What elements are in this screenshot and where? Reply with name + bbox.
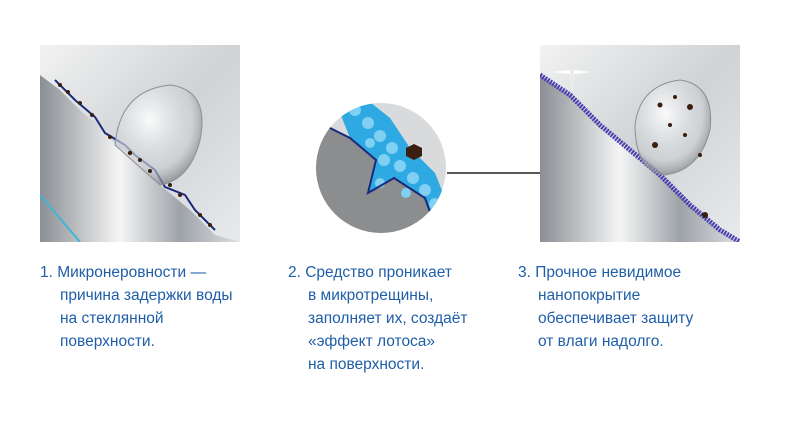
caption-line: на поверхности. xyxy=(308,356,425,373)
caption-line: в микротрещины, xyxy=(308,287,434,304)
step-1-caption: 1. Микронеровности — причина задержки во… xyxy=(40,261,233,353)
coating-magnified-circle xyxy=(316,103,545,233)
caption-line: обеспечивает защиту xyxy=(538,310,694,327)
caption-line: «эффект лотоса» xyxy=(308,333,436,350)
glass-surface-coated-image xyxy=(540,45,740,242)
glass-surface-uneven-image xyxy=(40,45,240,242)
step-3-caption: 3. Прочное невидимое нанопокрытие обеспе… xyxy=(518,261,693,353)
caption-line: заполняет их, создаёт xyxy=(308,310,468,327)
caption-line: 1. Микронеровности — xyxy=(40,264,206,281)
caption-line: 2. Средство проникает xyxy=(288,264,453,281)
caption-line: причина задержки воды xyxy=(60,287,233,304)
step-2-caption: 2. Средство проникает в микротрещины, за… xyxy=(288,261,467,376)
sparkle-icon xyxy=(552,70,592,93)
caption-line: на стеклянной xyxy=(60,310,164,327)
caption-line: от влаги надолго. xyxy=(538,333,664,350)
caption-line: нанопокрытие xyxy=(538,287,641,304)
caption-line: 3. Прочное невидимое xyxy=(518,264,682,281)
dirt-particle-icon xyxy=(406,144,422,160)
caption-line: поверхности. xyxy=(60,333,155,350)
